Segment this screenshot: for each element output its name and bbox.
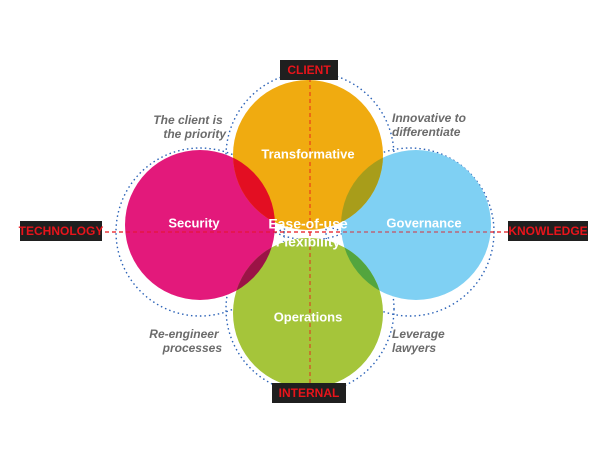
axis-technology-text: TECHNOLOGY (19, 224, 104, 238)
axis-label-client: CLIENT (280, 60, 338, 80)
axis-label-knowledge: KNOWLEDGE (508, 221, 588, 241)
center-label-flexibility: Flexibility (276, 234, 341, 250)
circle-transformative (233, 80, 383, 230)
axis-client-text: CLIENT (287, 63, 331, 77)
axis-knowledge-text: KNOWLEDGE (508, 224, 587, 238)
circle-security (125, 150, 275, 300)
label-governance: Governance (386, 215, 461, 230)
note-bottom-left: Re-engineer processes (149, 327, 222, 355)
circle-governance (341, 150, 491, 300)
circle-operations (233, 238, 383, 388)
center-label-ease-of-use: Ease-of-use (268, 216, 348, 232)
note-top-right: Innovative to differentiate (392, 111, 469, 139)
axis-internal-text: INTERNAL (279, 386, 340, 400)
label-transformative: Transformative (261, 146, 354, 161)
note-top-left: The client is the priority (153, 113, 227, 141)
axis-label-internal: INTERNAL (272, 383, 346, 403)
note-bottom-right: Leverage lawyers (392, 327, 448, 355)
label-security: Security (168, 215, 220, 230)
label-operations: Operations (274, 309, 343, 324)
axis-label-technology: TECHNOLOGY (19, 221, 104, 241)
